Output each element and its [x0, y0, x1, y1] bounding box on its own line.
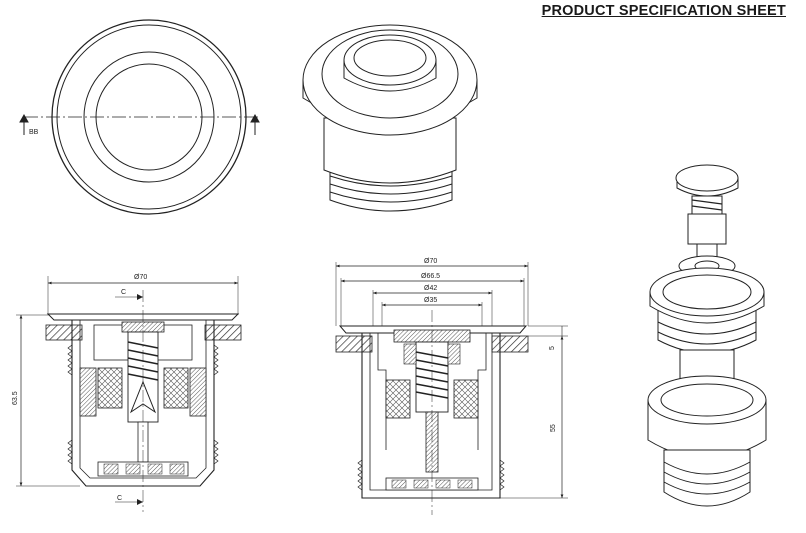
dim-right-mid: Ø42 [424, 285, 437, 292]
dim-right-flange: Ø66.5 [421, 273, 440, 280]
section-right [335, 262, 568, 515]
section-mark-c-bottom: C [117, 495, 122, 502]
isometric-view [302, 24, 478, 212]
sheet-title: PRODUCT SPECIFICATION SHEET [541, 3, 786, 19]
dim-right-outer: Ø70 [424, 258, 437, 265]
dim-left-width: Ø70 [134, 274, 147, 281]
dim-left-height: 63.5 [12, 391, 19, 405]
section-arrow-icon [137, 294, 143, 300]
exploded-view [647, 164, 767, 507]
section-left [16, 276, 242, 512]
dim-right-inner: Ø35 [424, 297, 437, 304]
top-view [19, 19, 261, 215]
section-arrow-icon [250, 113, 260, 123]
section-arrow-icon [19, 113, 29, 123]
section-mark-c-top: C [121, 289, 126, 296]
section-arrow-icon [137, 499, 143, 505]
section-mark-bb: BB [29, 129, 39, 136]
dim-right-height: 55 [550, 424, 557, 432]
dim-right-flange-thickness: 5 [549, 346, 556, 350]
